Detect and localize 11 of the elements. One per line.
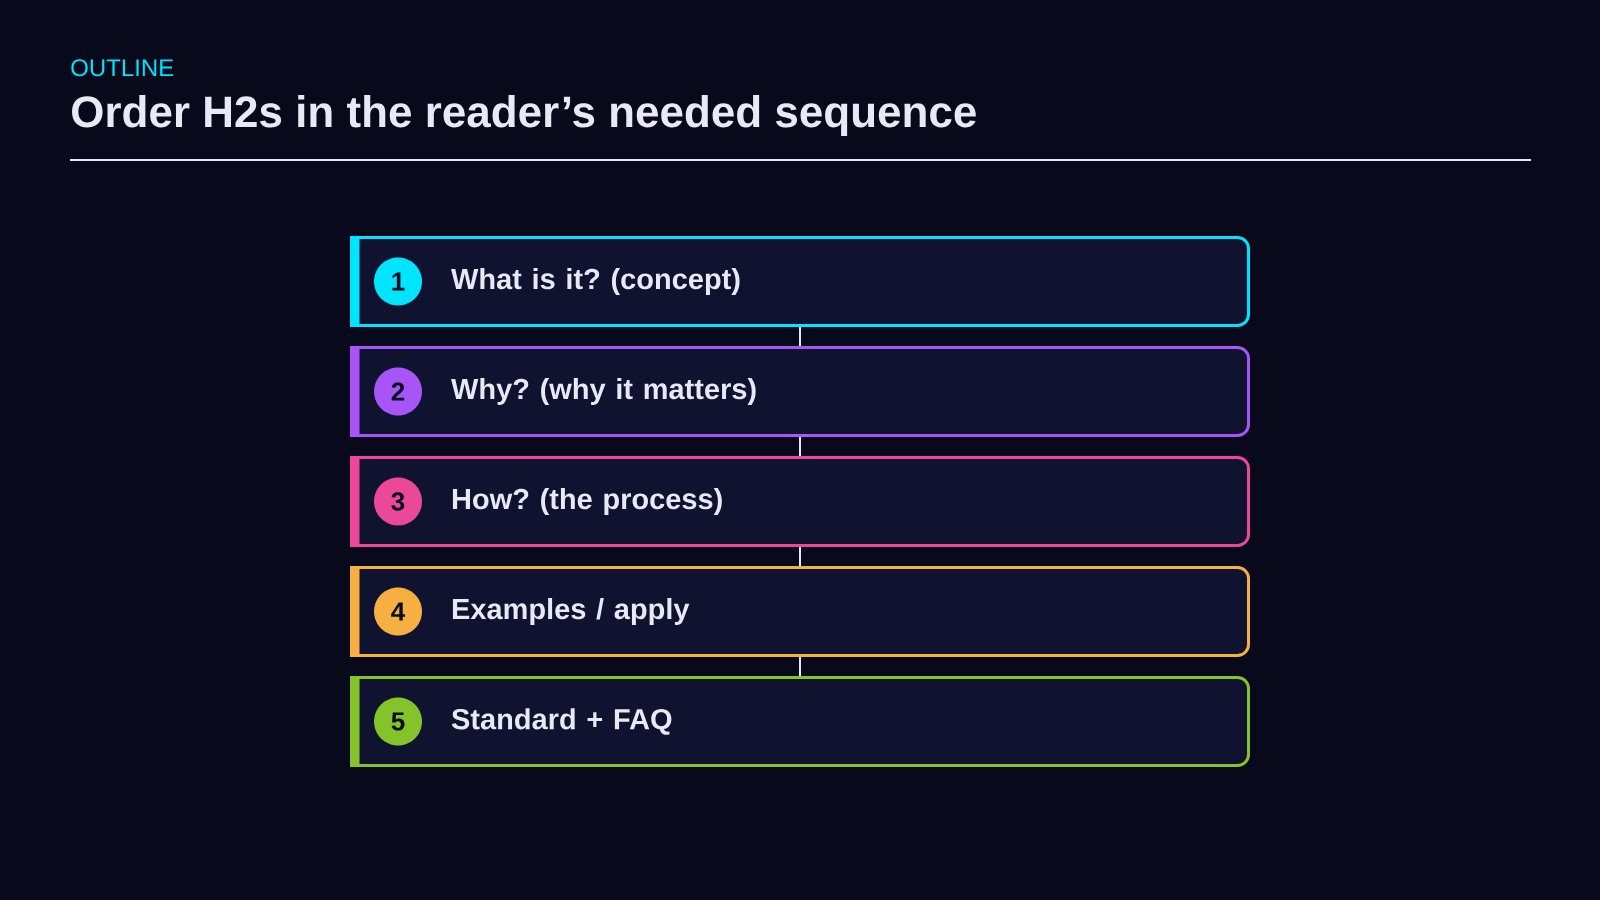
number-badge: 1 bbox=[374, 257, 422, 306]
number-badge: 2 bbox=[374, 367, 422, 416]
section-label: OUTLINE bbox=[71, 59, 174, 77]
number-badge: 5 bbox=[374, 697, 422, 746]
number-badge: 4 bbox=[374, 587, 422, 636]
connector-line bbox=[799, 656, 801, 677]
connector-line bbox=[799, 326, 801, 347]
slide-title: Order H2s in the reader’s needed sequence bbox=[72, 95, 976, 137]
connector-line bbox=[799, 436, 801, 457]
number-badge: 3 bbox=[374, 477, 422, 526]
connector-line bbox=[799, 546, 801, 567]
